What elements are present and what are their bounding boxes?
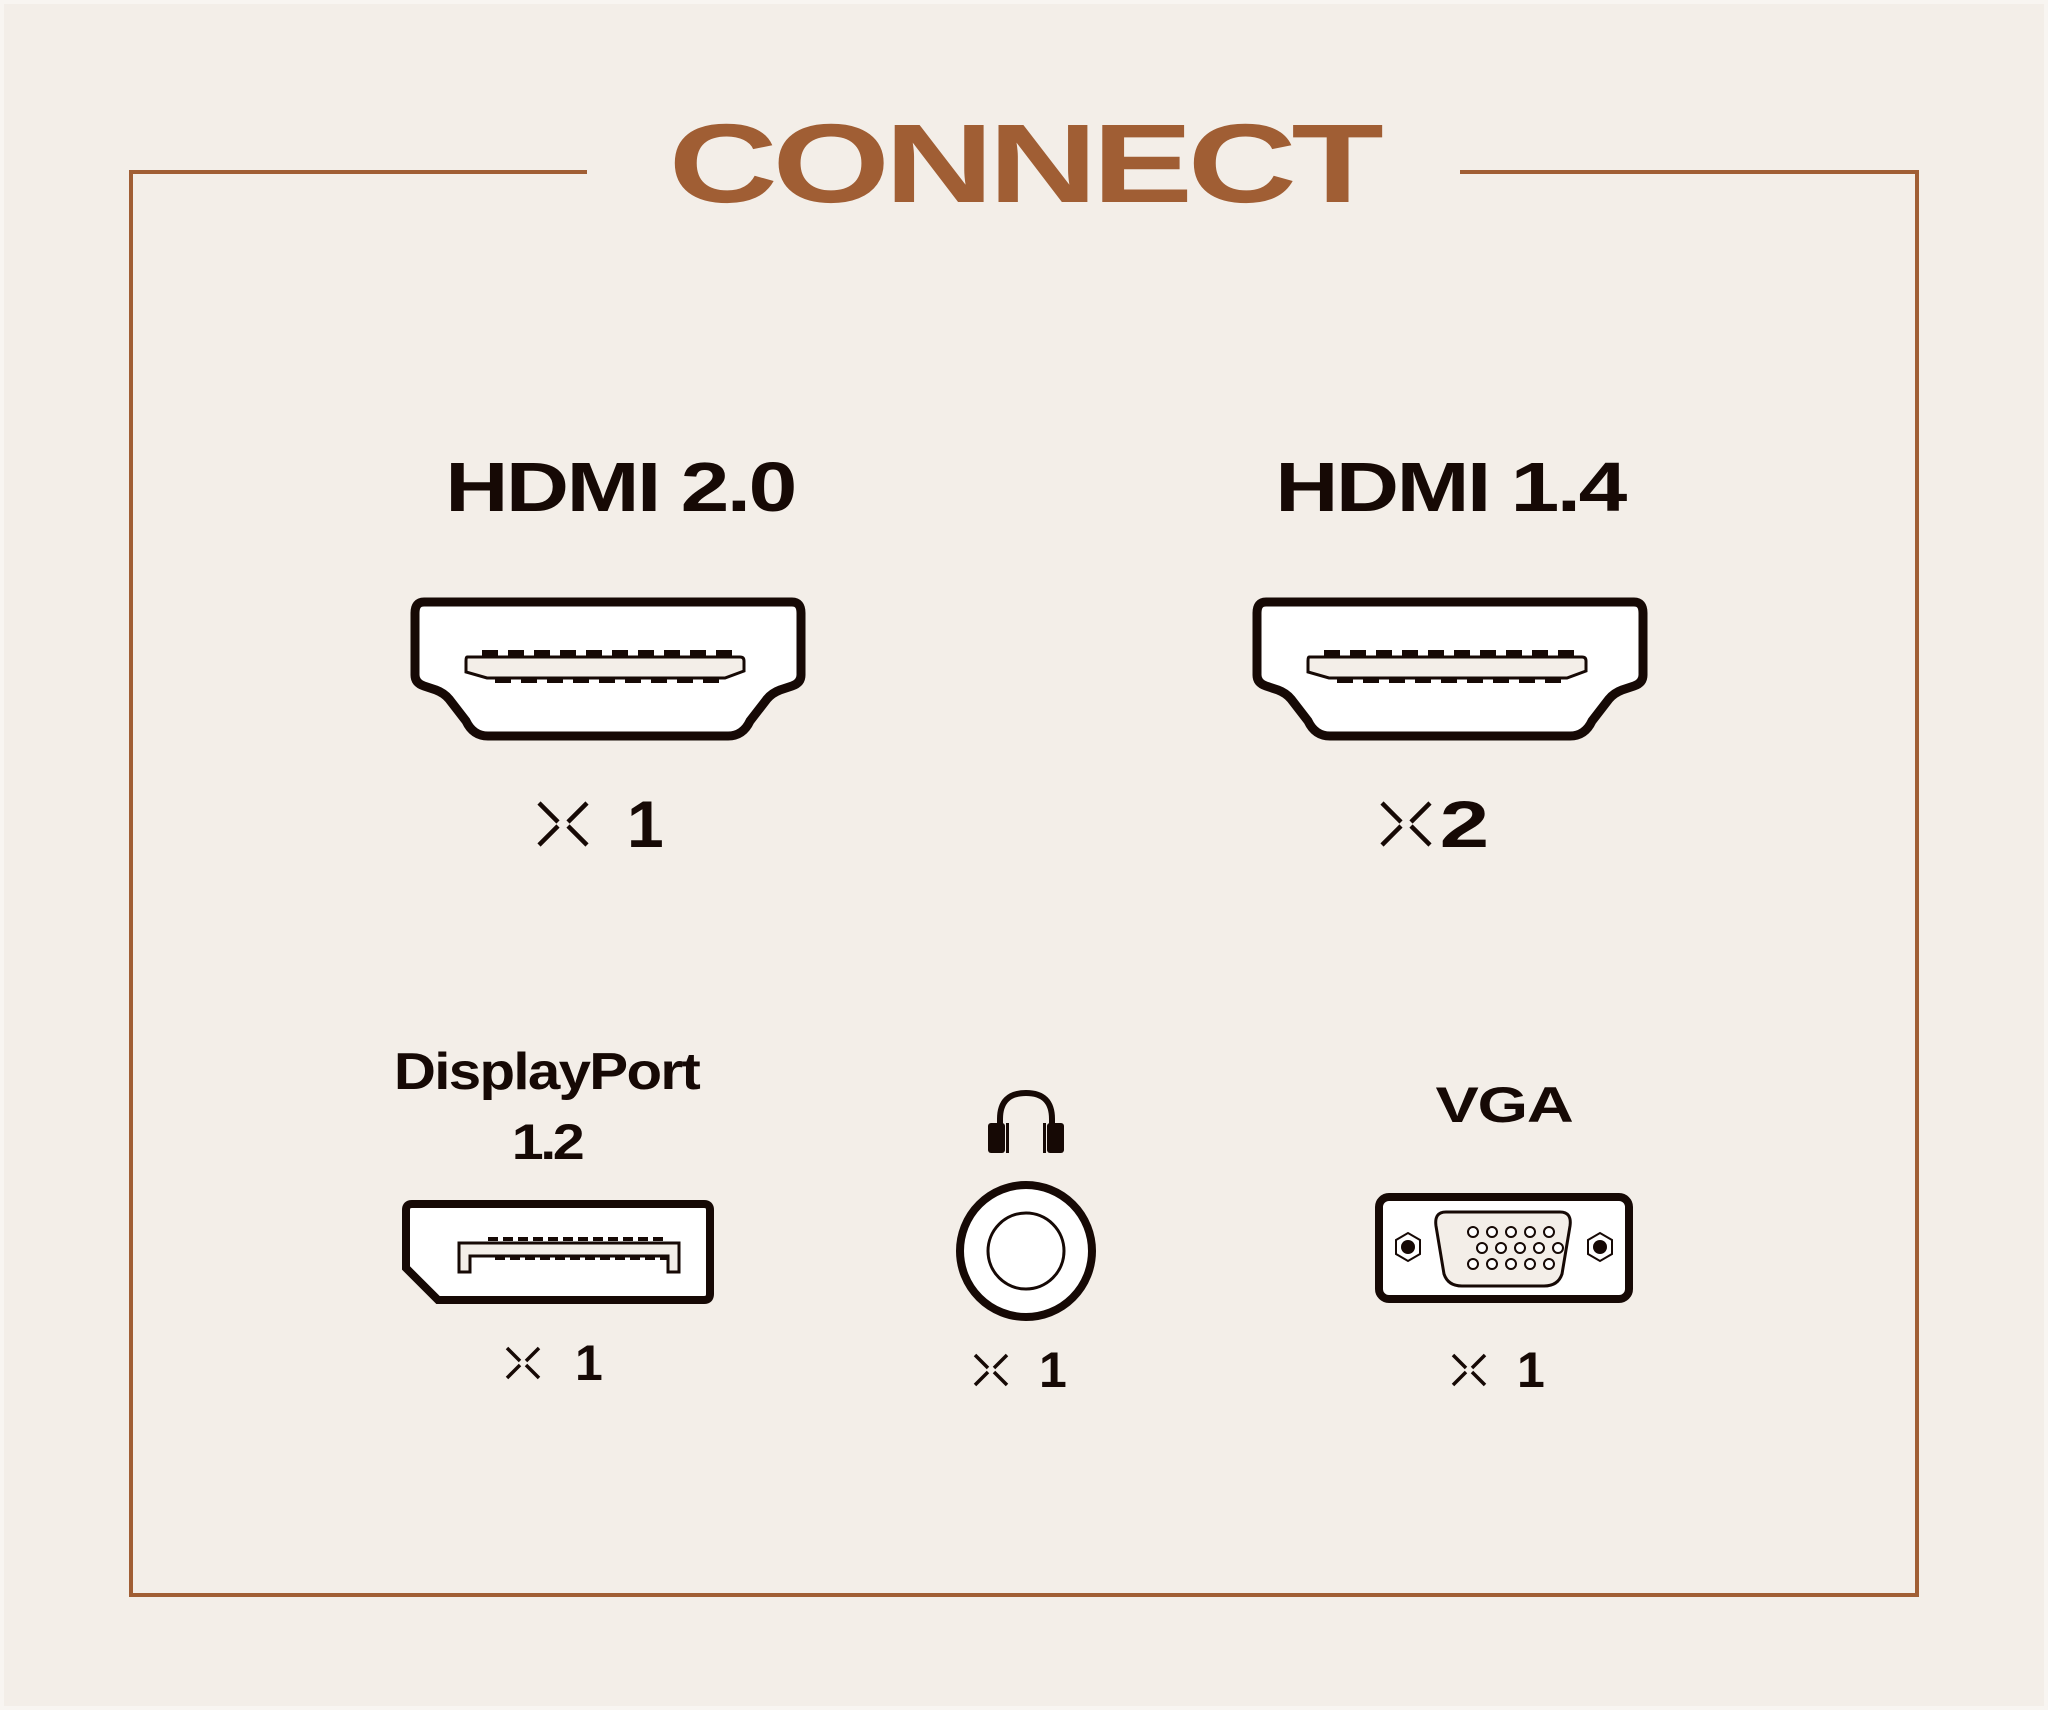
port-label-line1: DisplayPort [393, 1043, 701, 1101]
multiply-icon [973, 1353, 1009, 1387]
multiply-icon [1451, 1353, 1487, 1387]
multiply-icon [1380, 801, 1432, 847]
multiply-icon [505, 1346, 541, 1380]
port-label: HDMI 1.4 [1275, 448, 1627, 526]
vga-port-icon [1375, 1193, 1633, 1303]
frame-top-left-line [129, 170, 587, 174]
frame-top-right-line [1460, 170, 1919, 174]
quantity: 1 [537, 787, 664, 861]
multiply-icon [537, 801, 589, 847]
quantity-value: 1 [1039, 1342, 1067, 1398]
quantity: 1 [973, 1342, 1067, 1398]
hdmi-port-icon [1252, 597, 1648, 741]
port-label: HDMI 2.0 [445, 448, 797, 526]
audio-jack-icon [956, 1181, 1096, 1321]
hdmi-port-icon [410, 597, 806, 741]
port-label-line2: 1.2 [511, 1114, 585, 1170]
quantity: 1 [505, 1335, 603, 1391]
port-label: VGA [1435, 1077, 1574, 1133]
quantity-value: 2 [1439, 787, 1490, 861]
headphones-icon [988, 1089, 1064, 1153]
frame-right-line [1915, 170, 1919, 1597]
frame-bottom-line [129, 1593, 1919, 1597]
canvas [4, 4, 2044, 1706]
frame-left-line [129, 170, 133, 1597]
quantity: 2 [1380, 791, 1489, 857]
page-title: CONNECT [668, 101, 1384, 226]
quantity-value: 1 [575, 1335, 603, 1391]
quantity-value: 1 [1517, 1342, 1545, 1398]
quantity-value: 1 [627, 787, 664, 861]
displayport-icon [402, 1200, 714, 1304]
quantity: 1 [1451, 1342, 1545, 1398]
